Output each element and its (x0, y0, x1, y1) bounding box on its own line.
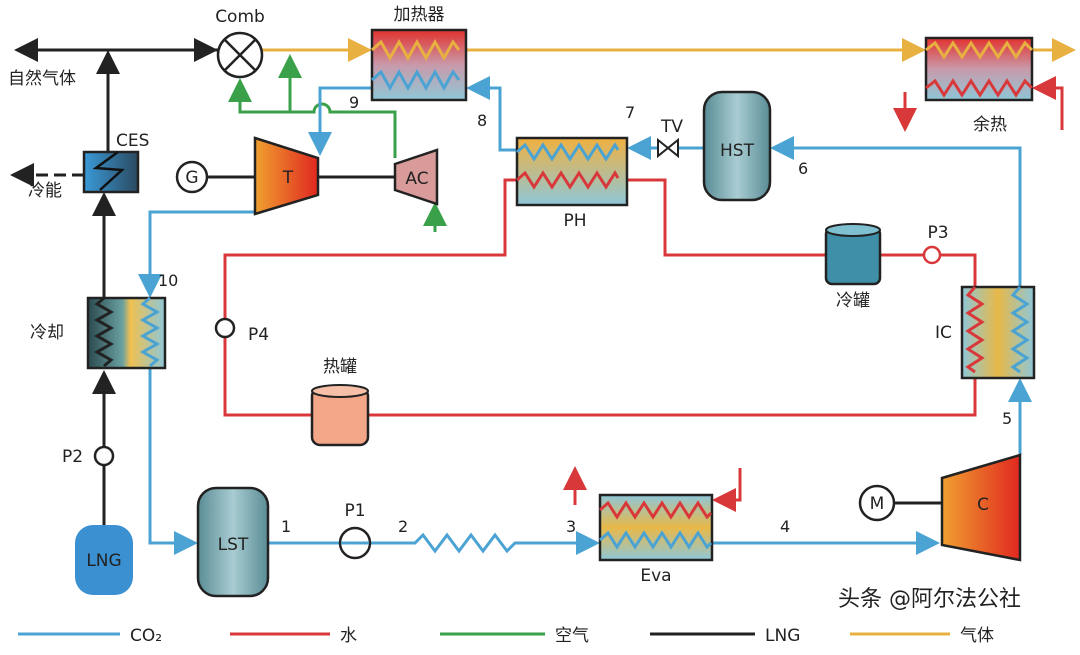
svg-text:LNG: LNG (86, 551, 121, 571)
svg-text:IC: IC (935, 323, 952, 343)
ces-exchanger: CES 冷能 (28, 131, 149, 201)
svg-text:冷罐: 冷罐 (836, 291, 870, 311)
evaporator: Eva (598, 493, 714, 586)
svg-text:P1: P1 (344, 501, 365, 521)
svg-text:1: 1 (281, 517, 291, 536)
svg-text:4: 4 (780, 517, 790, 536)
legend-water: 水 (340, 626, 357, 646)
legend: CO₂ 水 空气 LNG 气体 (18, 626, 994, 646)
air-lines (228, 54, 447, 232)
compressor: C (940, 453, 1022, 562)
cold-energy-label: 冷能 (28, 181, 62, 201)
throttle-valve: TV (657, 117, 683, 159)
svg-text:AC: AC (405, 169, 428, 189)
hst-tank: HST (702, 90, 772, 202)
svg-text:P2: P2 (62, 447, 83, 467)
motor: M (858, 484, 896, 522)
turbine: T (253, 136, 320, 216)
svg-text:Eva: Eva (640, 566, 671, 586)
svg-text:P3: P3 (927, 223, 948, 243)
legend-gas: 气体 (960, 626, 994, 646)
comb-label: Comb (215, 7, 265, 27)
combustor: Comb (215, 7, 265, 79)
lng-lines (10, 38, 218, 525)
pump-p2: P2 (62, 445, 115, 467)
svg-text:冷却: 冷却 (30, 323, 64, 343)
lst-tank: LST (196, 486, 270, 598)
state-point-labels: 1 2 3 4 5 6 7 8 9 10 (158, 93, 1012, 536)
svg-text:HST: HST (720, 141, 755, 161)
air-compressor: AC (393, 148, 439, 206)
svg-text:3: 3 (566, 517, 576, 536)
watermark: 头条 @阿尔法公社 (838, 587, 1021, 612)
svg-text:10: 10 (158, 271, 178, 290)
svg-text:M: M (870, 494, 885, 514)
svg-text:C: C (977, 495, 989, 515)
heater: 加热器 (370, 5, 468, 102)
svg-text:T: T (282, 168, 294, 188)
pump-p4: P4 (214, 317, 269, 345)
heater-label: 加热器 (394, 5, 445, 25)
generator: G (175, 160, 209, 194)
svg-text:2: 2 (398, 517, 408, 536)
preheater: PH (515, 136, 629, 231)
svg-text:5: 5 (1002, 409, 1012, 428)
intercooler: IC (935, 285, 1036, 380)
natural-gas-label: 自然气体 (8, 69, 76, 89)
svg-text:PH: PH (563, 211, 586, 231)
legend-co2: CO₂ (130, 626, 162, 646)
cold-tank: 冷罐 (824, 223, 882, 311)
svg-text:9: 9 (349, 93, 359, 112)
waste-heat-label: 余热 (973, 115, 1007, 135)
cooler: 冷却 (30, 296, 167, 370)
svg-text:8: 8 (477, 111, 487, 130)
svg-text:LST: LST (218, 535, 249, 555)
svg-text:热罐: 热罐 (323, 357, 357, 377)
lng-tank: LNG (75, 525, 133, 595)
pump-p1: P1 (338, 501, 372, 560)
legend-lng: LNG (765, 626, 800, 646)
hot-tank: 热罐 (310, 357, 370, 447)
svg-text:7: 7 (625, 103, 635, 122)
ces-label: CES (116, 131, 149, 151)
pump-p3: P3 (922, 223, 949, 265)
legend-air: 空气 (555, 626, 589, 646)
water-lines (223, 76, 1064, 512)
svg-text:TV: TV (660, 117, 683, 137)
co2-lines (138, 76, 1032, 555)
svg-text:G: G (185, 168, 198, 188)
svg-text:P4: P4 (248, 325, 269, 345)
waste-heat-exchanger: 余热 (924, 36, 1034, 135)
svg-text:6: 6 (798, 159, 808, 178)
